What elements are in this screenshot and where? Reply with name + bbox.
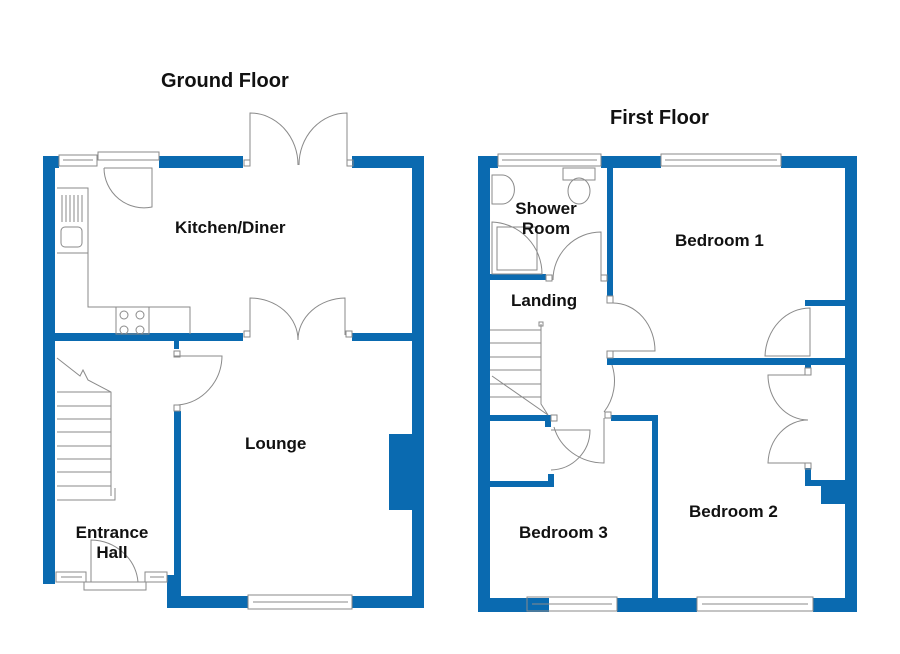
french-doors-icon xyxy=(249,297,299,341)
room-label-entrance-hall: Entrance Hall xyxy=(66,523,158,563)
wall xyxy=(352,596,424,608)
french-doors-icon xyxy=(249,112,299,166)
wall xyxy=(805,468,811,485)
window-icon xyxy=(696,596,814,612)
wall xyxy=(805,300,845,306)
sink-icon xyxy=(60,226,83,248)
toilet-icon xyxy=(562,167,596,205)
door-swing-icon xyxy=(550,429,591,471)
room-label-line: Entrance xyxy=(75,523,149,542)
first-floor-title: First Floor xyxy=(610,107,709,129)
room-label-line: Room xyxy=(521,219,571,238)
wall xyxy=(478,598,549,612)
staircase-icon xyxy=(56,357,116,501)
door-swing-icon xyxy=(553,418,605,464)
chimney-breast-icon xyxy=(389,434,412,510)
staircase-icon xyxy=(490,321,549,416)
wall xyxy=(601,156,661,168)
window-icon xyxy=(660,153,782,167)
room-label-bedroom-1: Bedroom 1 xyxy=(675,231,764,250)
wall xyxy=(545,415,551,427)
window-icon xyxy=(58,154,98,167)
room-label-line: Hall xyxy=(96,543,128,562)
window-icon xyxy=(97,151,160,161)
wall xyxy=(805,480,845,486)
wall xyxy=(490,274,546,280)
wall xyxy=(548,474,554,487)
room-label-kitchen-diner: Kitchen/Diner xyxy=(175,218,286,237)
wall xyxy=(617,598,697,612)
wall xyxy=(805,358,811,368)
wall xyxy=(490,415,550,421)
wall xyxy=(781,156,857,168)
room-label-bedroom-2: Bedroom 2 xyxy=(689,502,778,521)
wall xyxy=(652,415,658,598)
door-swing-icon xyxy=(603,364,615,413)
door-swing-icon xyxy=(174,355,223,406)
shower-tray-icon xyxy=(491,221,543,275)
room-label-line: Shower xyxy=(515,199,577,218)
door-swing-icon xyxy=(612,302,656,352)
wall xyxy=(43,156,55,584)
wall xyxy=(611,415,658,421)
worktop xyxy=(57,187,191,334)
window-icon xyxy=(144,571,168,583)
room-label-bedroom-3: Bedroom 3 xyxy=(519,523,608,542)
hob-icon xyxy=(115,306,150,335)
basin-icon xyxy=(491,174,515,205)
window-icon xyxy=(247,594,353,610)
cupboard-icon xyxy=(821,486,845,504)
wall xyxy=(167,596,248,608)
wall xyxy=(174,341,179,349)
wall xyxy=(478,156,490,612)
window-icon xyxy=(526,596,618,612)
drainer-icon xyxy=(61,195,83,222)
room-label-lounge: Lounge xyxy=(245,434,307,453)
door-swing-icon xyxy=(90,539,139,583)
wall xyxy=(607,358,845,365)
door-swing-icon xyxy=(103,167,153,209)
wall xyxy=(490,481,550,487)
wall xyxy=(607,168,613,296)
wall xyxy=(813,598,857,612)
door-swing-icon xyxy=(552,231,602,281)
window-icon xyxy=(55,571,87,583)
french-doors-icon xyxy=(767,374,809,421)
ground-floor-title: Ground Floor xyxy=(161,70,289,92)
room-label-shower-room: Shower Room xyxy=(508,199,584,239)
door-swing-icon xyxy=(764,307,811,357)
wall xyxy=(412,156,424,608)
room-label-landing: Landing xyxy=(511,291,578,310)
wall xyxy=(352,333,412,341)
wall xyxy=(55,333,243,341)
wall xyxy=(159,156,243,168)
window-icon xyxy=(497,153,602,167)
wall xyxy=(352,156,424,168)
wall xyxy=(845,156,857,612)
wall xyxy=(174,411,181,576)
